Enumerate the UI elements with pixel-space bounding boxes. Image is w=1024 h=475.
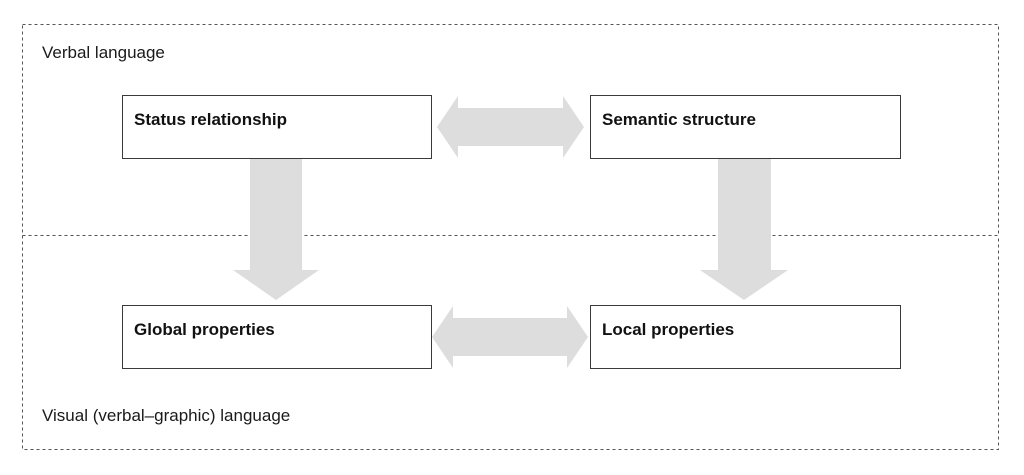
semantic-structure-label: Semantic structure (602, 110, 756, 129)
double-arrow-top (437, 96, 584, 158)
status-relationship-label: Status relationship (134, 110, 288, 129)
double-arrow-bottom (432, 306, 588, 368)
semantic-structure-box: Semantic structure (590, 95, 901, 159)
down-arrow-left (233, 158, 319, 300)
global-properties-box: Global properties (122, 305, 432, 369)
local-properties-label: Local properties (602, 320, 735, 339)
global-properties-label: Global properties (134, 320, 275, 339)
verbal-language-label: Verbal language (42, 43, 165, 62)
visual-language-region (22, 235, 999, 450)
local-properties-box: Local properties (590, 305, 901, 369)
visual-language-label: Visual (verbal–graphic) language (42, 406, 291, 425)
status-relationship-box: Status relationship (122, 95, 432, 159)
verbal-language-region (22, 24, 999, 236)
down-arrow-right (700, 158, 788, 300)
